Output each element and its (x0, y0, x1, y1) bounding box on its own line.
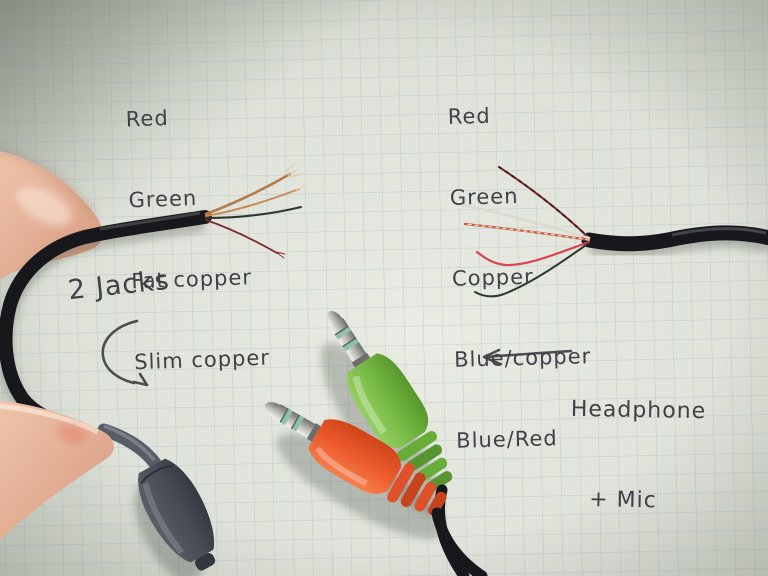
lower-thumb (0, 400, 114, 541)
thumb-pressure-mark (57, 424, 87, 444)
gray-cable (97, 423, 164, 473)
right-red-wire (475, 240, 591, 267)
left-label-green: Green (128, 186, 198, 213)
green-plug-tip (327, 310, 343, 327)
green-jack-plug (327, 310, 453, 492)
orange-jack-cable (431, 507, 488, 576)
slim-copper-wire (205, 188, 300, 217)
plugs-note: Headphone + Mic (568, 335, 708, 576)
right-cable-sheath (581, 225, 768, 252)
gray-connector-assembly (97, 423, 216, 576)
gray-connector (138, 458, 216, 571)
ink-arrows (101, 319, 573, 387)
right-cable (581, 225, 768, 259)
orange-plug-tip (265, 402, 281, 418)
plugs-note-line1: Headphone (570, 396, 707, 425)
orange-jack-plug (265, 402, 447, 516)
thumb-highlight (16, 186, 72, 226)
right-label-green: Green (449, 184, 519, 210)
white-frayed-wire (456, 202, 591, 240)
plugs-note-line2: + Mic (589, 487, 658, 514)
left-label-red: Red (125, 105, 170, 132)
left-label-slim-copper: Slim copper (133, 345, 271, 375)
fat-copper-wire (204, 172, 292, 216)
right-label-copper: Copper (451, 264, 535, 291)
left-red-wire (205, 219, 278, 254)
right-green-wire (474, 242, 590, 298)
headphone-arrow (482, 348, 573, 366)
jacks-arrow (101, 319, 149, 387)
left-stripped-wires (204, 163, 306, 259)
right-label-red: Red (447, 103, 491, 129)
left-green-wire (205, 206, 302, 219)
right-stripped-wires (443, 166, 591, 298)
left-wire-labels: Red Green Fat copper Slim copper (123, 48, 272, 431)
